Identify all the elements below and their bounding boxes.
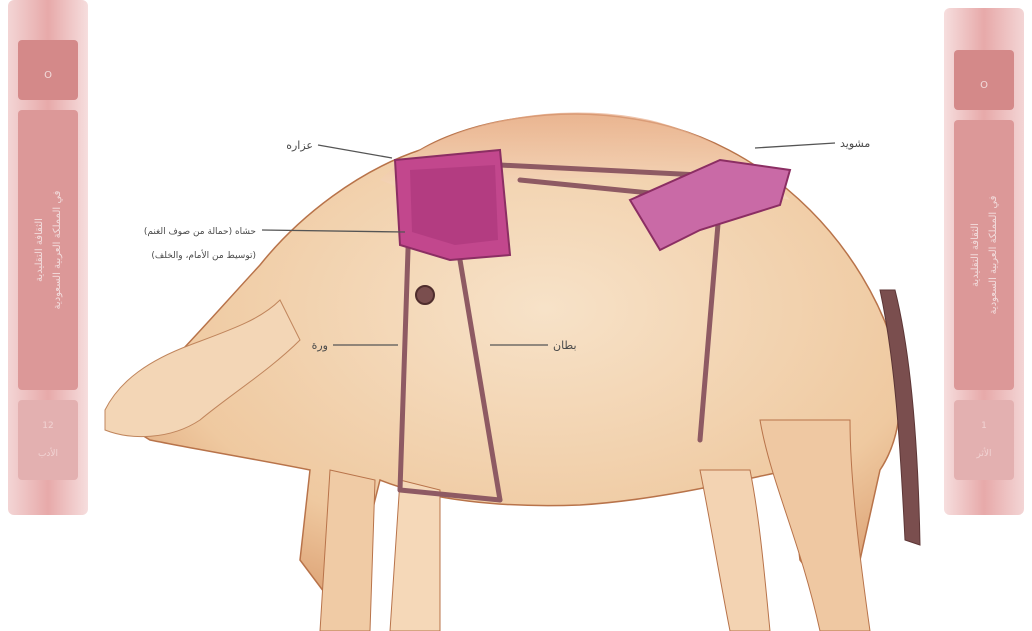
label-girth-right: بطان (553, 339, 577, 352)
camel-front-leg-1 (320, 470, 375, 631)
camel-front-leg-2 (390, 480, 440, 631)
strap-buckle (416, 286, 434, 304)
label-middle-left-1: حشاه (حمالة من صوف الغنم) (144, 227, 256, 237)
label-top-left: عزاره (286, 139, 313, 152)
label-girth-left: ورة (312, 339, 328, 352)
leader-line-top-left (318, 145, 392, 158)
label-top-right: مشويد (840, 137, 870, 150)
label-middle-left-2: (توسيط من الأمام، والخلف) (151, 249, 256, 261)
camel-hind-leg-2 (700, 470, 770, 631)
leader-line-top-right (755, 143, 835, 148)
